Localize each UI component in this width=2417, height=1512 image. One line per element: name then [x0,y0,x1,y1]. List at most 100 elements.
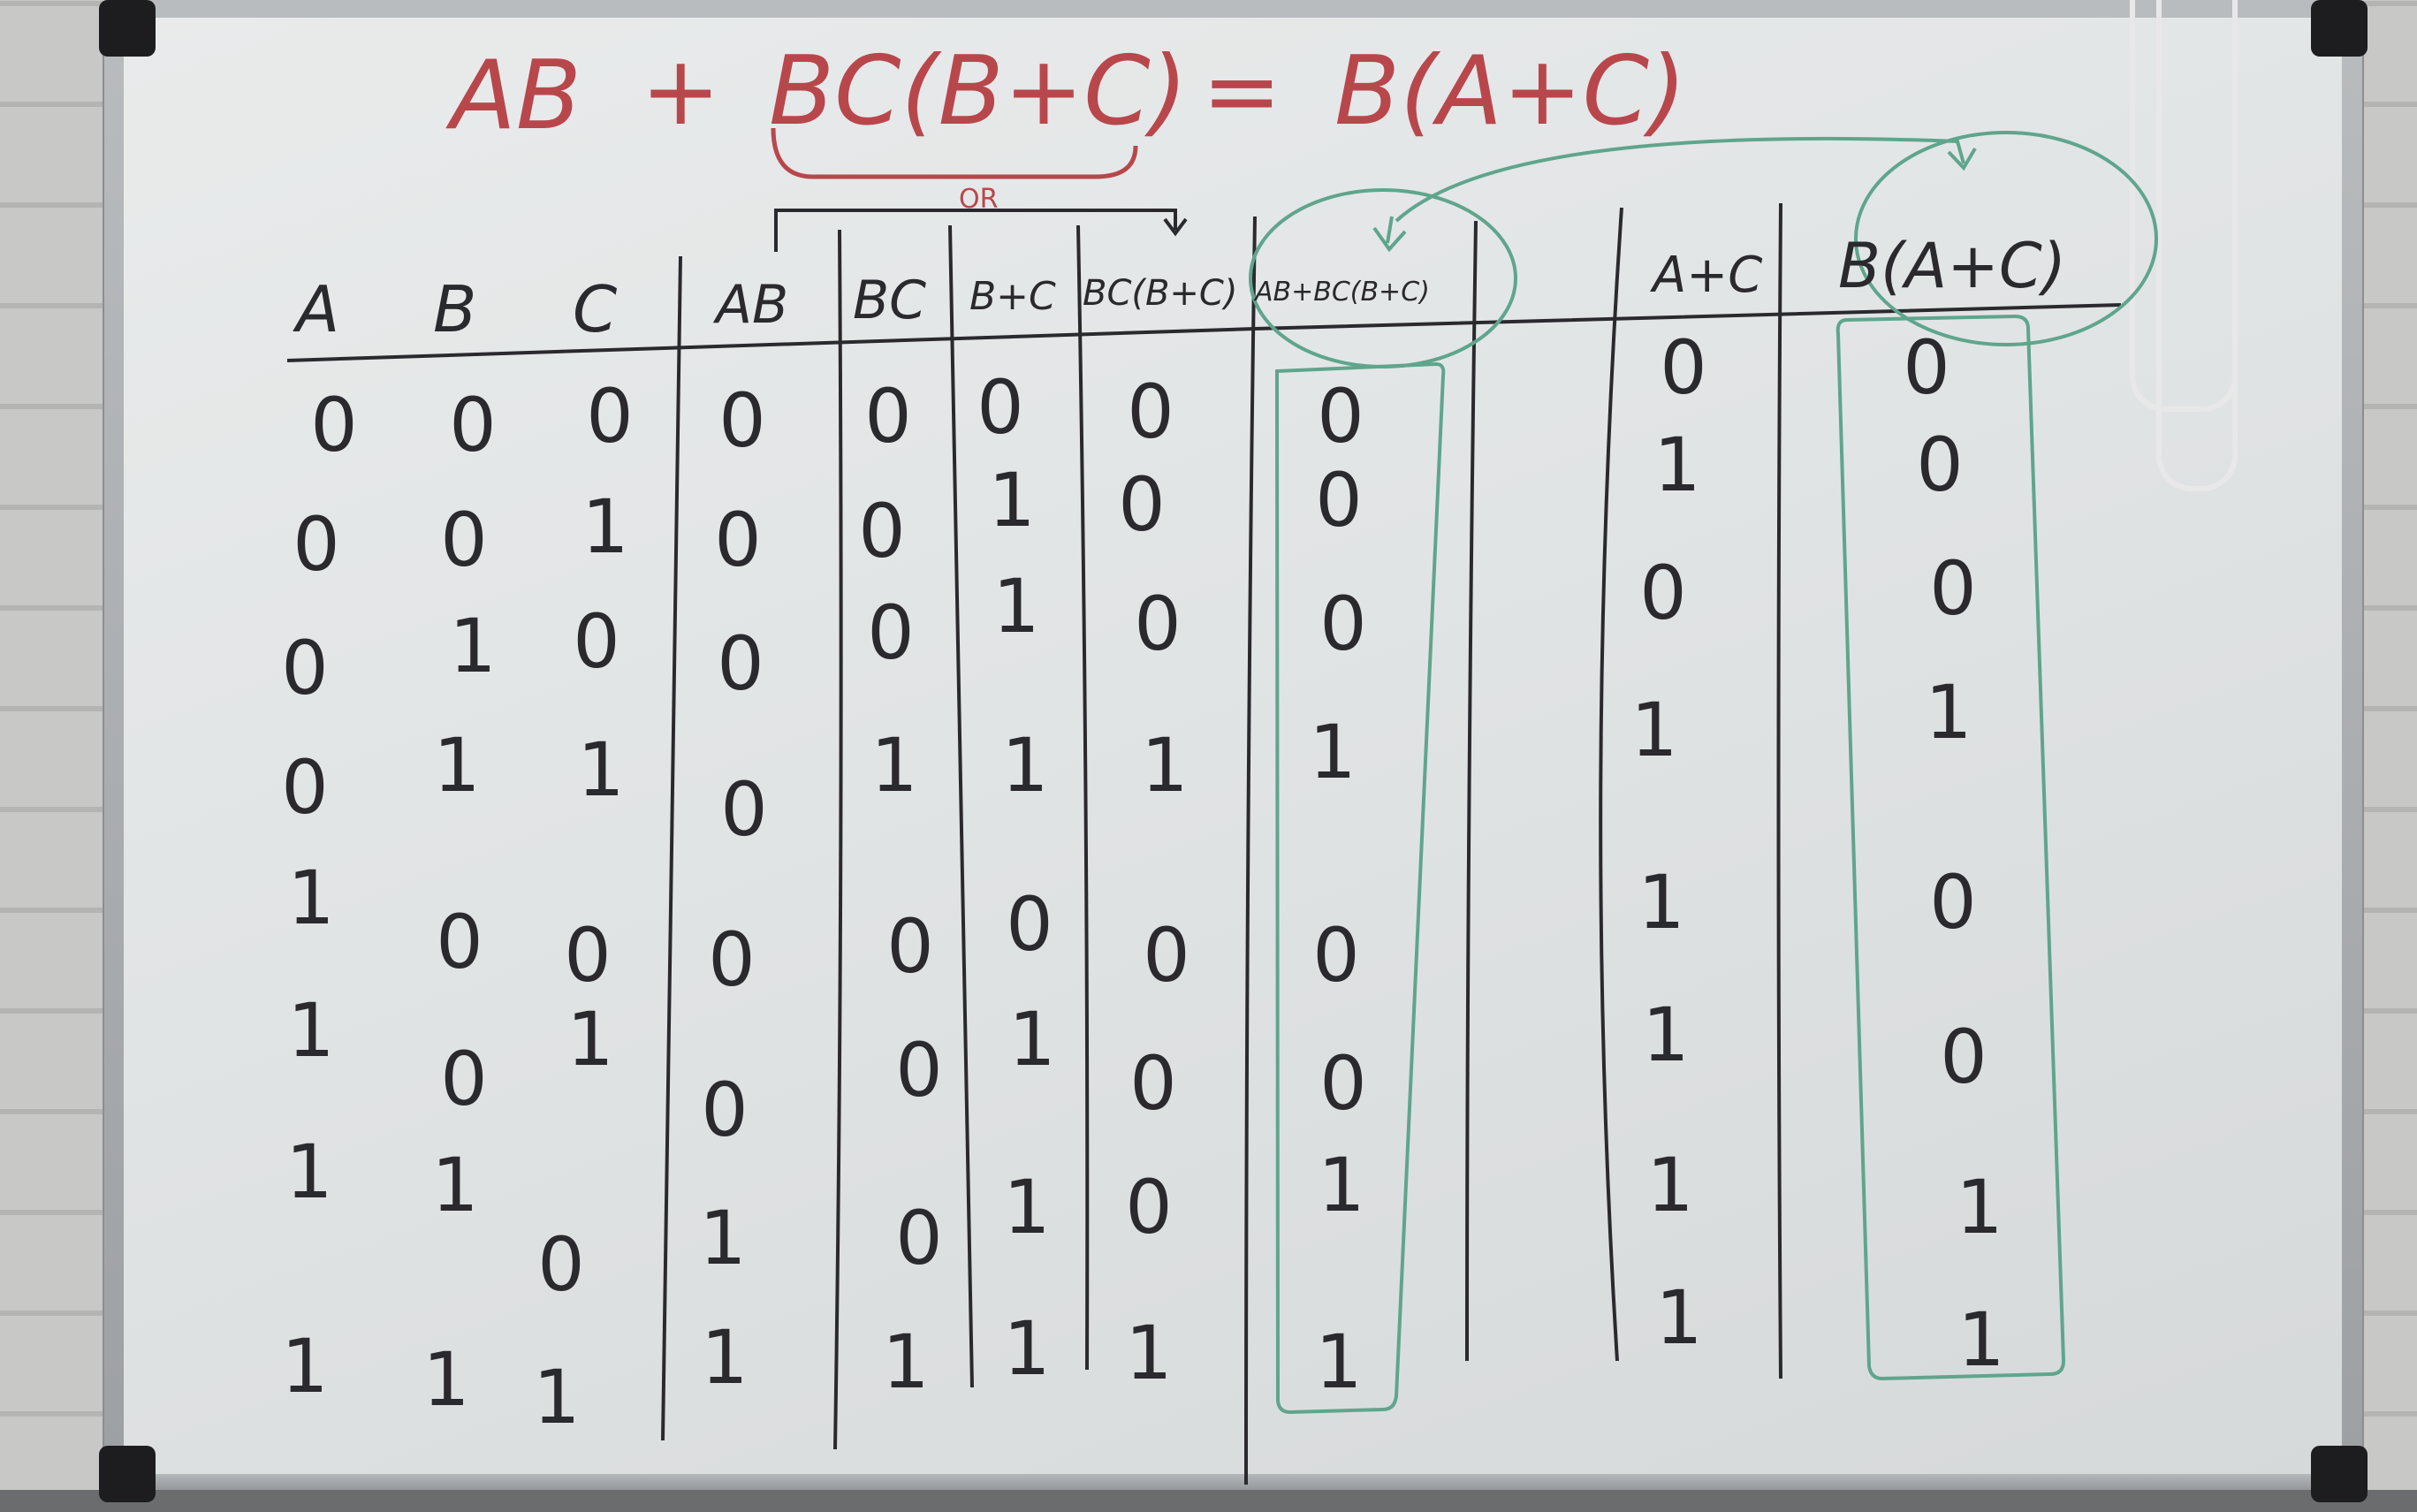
header-a-plus-c: A+C [1650,247,1762,304]
cell-r2-bc-b-plus-c: 0 [1134,581,1181,667]
cell-r4-c: 0 [564,912,611,999]
cell-r0-c: 0 [586,373,633,460]
cell-r6-c: 0 [537,1221,584,1308]
cell-r2-a: 0 [281,625,328,711]
cell-r7-b: 1 [422,1336,469,1423]
cell-r0-a: 0 [310,382,357,468]
header-bc-b-plus-c: BC(B+C) [1083,273,1237,314]
cell-r7-a-plus-c: 1 [1655,1274,1702,1361]
cell-r4-b: 0 [436,899,483,985]
cell-r4-b-a-plus-c: 0 [1929,859,1976,946]
cell-r4-ab: 0 [708,916,755,1003]
cell-r0-a-plus-c: 0 [1660,324,1706,411]
compare-arrow-head [1947,147,1977,171]
divider-after-a-plus-c [1776,202,1782,1379]
cell-r7-a: 1 [281,1323,328,1409]
equation-plus: + [641,36,721,147]
cell-r0-result: 0 [1317,373,1364,460]
cell-r5-a: 1 [287,987,334,1074]
cell-r7-b-plus-c: 1 [1003,1305,1050,1392]
cell-r1-a: 0 [293,501,339,588]
or-bracket [774,209,1177,252]
cell-r5-b: 0 [440,1036,487,1122]
result-highlight-box-left [1274,361,1446,1415]
cell-r3-result: 1 [1309,709,1356,795]
divider-after-ab [833,229,843,1450]
cell-r4-a-plus-c: 1 [1638,859,1684,946]
cell-r2-b-a-plus-c: 0 [1929,545,1976,632]
header-ab: AB [712,274,788,336]
compare-arrow-left-head [1372,216,1407,253]
cell-r2-c: 0 [573,598,619,685]
cell-r0-b: 0 [449,382,496,468]
cell-r2-ab: 0 [717,620,764,707]
divider-after-ab-plus-bc [1465,220,1478,1362]
cell-r6-b-a-plus-c: 1 [1956,1164,2003,1250]
cell-r2-a-plus-c: 0 [1639,550,1686,636]
cell-r0-bc: 0 [864,373,911,460]
equation-term-bc-b-plus-c: BC(B+C) [769,36,1188,147]
cell-r2-b-plus-c: 1 [992,563,1039,650]
cell-r1-result: 0 [1315,457,1362,543]
equation-equals: = [1202,36,1282,147]
or-arrow-head [1163,217,1188,237]
cell-r5-a-plus-c: 1 [1642,992,1689,1078]
result-highlight-box-right [1836,314,2066,1381]
cell-r3-ab: 0 [720,766,767,853]
cell-r2-bc: 0 [867,589,914,676]
cell-r6-b: 1 [431,1142,478,1228]
cell-r4-a: 1 [287,855,334,941]
divider-before-a-plus-c [1599,207,1623,1362]
corner-bracket-top-right [2311,0,2368,57]
cell-r3-a-plus-c: 1 [1630,687,1677,773]
cell-r7-b-a-plus-c: 1 [1957,1296,2004,1383]
hanging-cord-inner [2156,0,2238,491]
cell-r7-bc: 1 [882,1318,929,1405]
corner-bracket-top-left [99,0,156,57]
compare-arrow [1395,136,1965,223]
cell-r2-b: 1 [449,603,496,689]
header-a: A [293,272,339,346]
header-b: B [433,272,476,346]
cell-r2-result: 0 [1319,581,1366,667]
cell-r5-bc: 0 [895,1027,942,1113]
cell-r1-b: 0 [440,497,487,583]
cell-r5-b-a-plus-c: 0 [1940,1014,1987,1100]
cell-r0-b-plus-c: 0 [977,364,1023,451]
equation-term-ab: AB [445,41,581,151]
cell-r5-result: 0 [1319,1040,1366,1127]
cell-r6-ab: 1 [699,1195,746,1281]
cell-r3-a: 0 [281,744,328,831]
cell-r6-bc-b-plus-c: 0 [1125,1164,1172,1250]
cell-r1-a-plus-c: 1 [1653,422,1700,508]
cell-r1-bc-b-plus-c: 0 [1118,461,1165,548]
cell-r5-b-plus-c: 1 [1008,996,1055,1083]
whiteboard-surface [124,18,2342,1478]
cell-r0-ab: 0 [718,377,765,464]
cell-r4-b-plus-c: 0 [1006,881,1053,968]
cell-r7-ab: 1 [701,1314,748,1401]
divider-after-bc-b-plus-c [1244,216,1257,1485]
cell-r3-b-plus-c: 1 [1001,722,1048,809]
cell-r3-b-a-plus-c: 1 [1925,669,1972,756]
cell-r0-b-a-plus-c: 0 [1903,324,1950,411]
cell-r0-bc-b-plus-c: 0 [1127,369,1174,455]
header-bc: BC [853,270,926,331]
floor-edge [0,1490,2417,1512]
divider-after-b-plus-c [1076,224,1090,1371]
cell-r3-bc: 1 [870,722,917,809]
cell-r7-result: 1 [1315,1318,1362,1405]
equation-term-b-a-plus-c: B(A+C) [1334,36,1686,147]
cell-r6-a-plus-c: 1 [1646,1142,1693,1228]
cell-r1-b-a-plus-c: 0 [1916,422,1963,508]
cell-r6-b-plus-c: 1 [1003,1164,1050,1250]
header-b-plus-c: B+C [969,274,1056,319]
header-b-of-a-plus-c: B(A+C) [1838,230,2066,302]
divider-after-c [661,255,682,1441]
cell-r3-b: 1 [433,722,480,809]
cell-r4-bc-b-plus-c: 0 [1143,912,1189,999]
marker-tray [104,1474,2362,1493]
cell-r3-bc-b-plus-c: 1 [1141,722,1188,809]
corner-bracket-bottom-right [2311,1446,2368,1502]
divider-after-bc [948,224,974,1388]
